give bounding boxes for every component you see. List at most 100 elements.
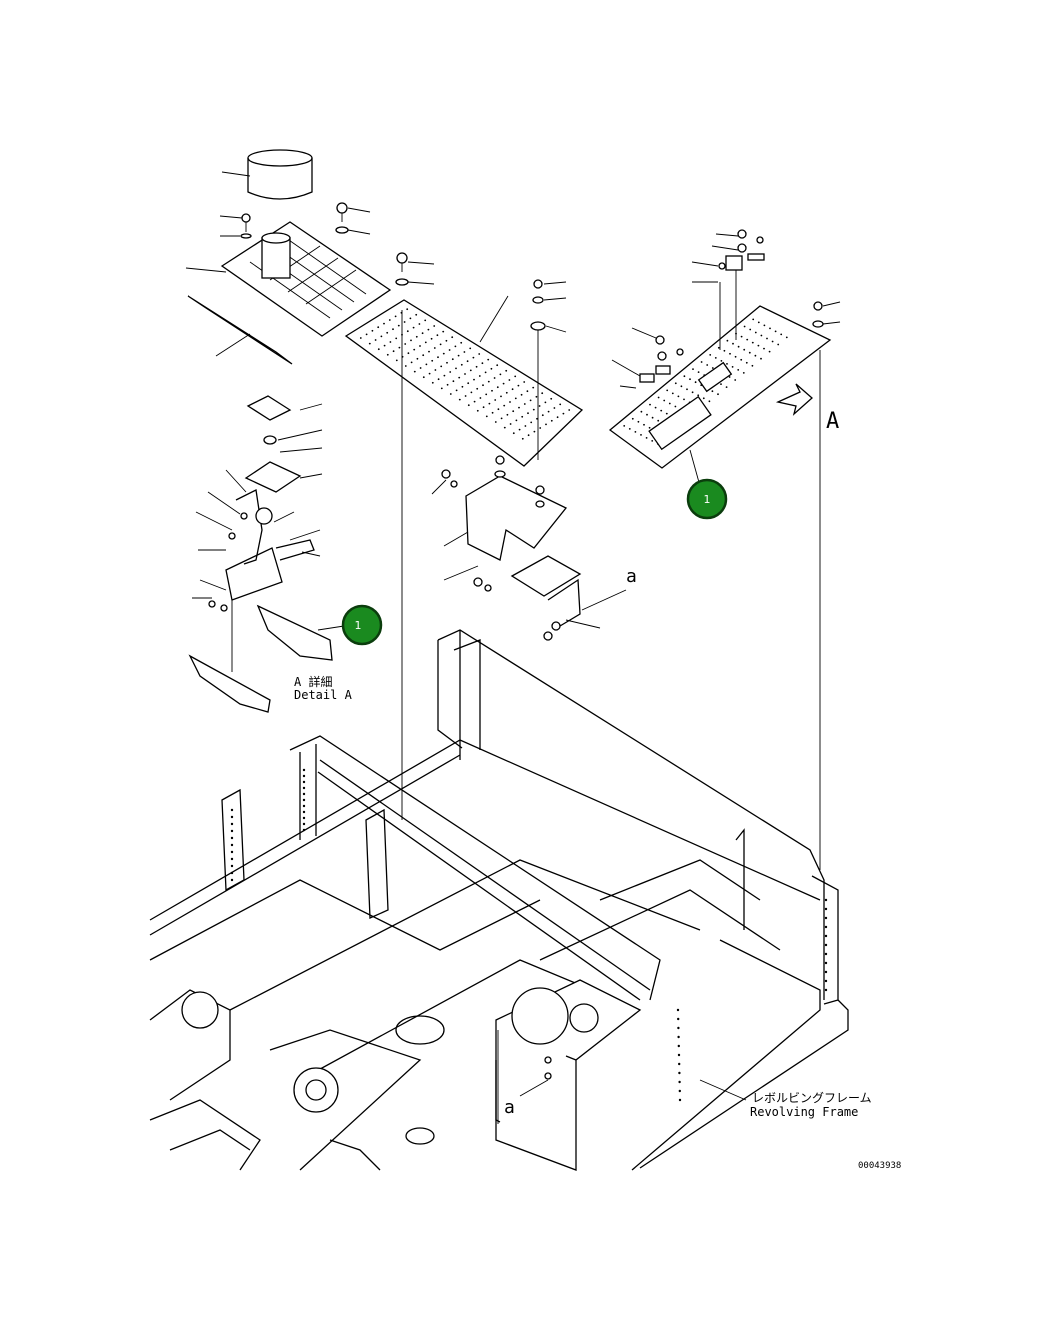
perforation-dot	[711, 390, 714, 393]
perforation-dot	[410, 339, 412, 342]
rivet-dot	[302, 768, 306, 772]
perforation-dot	[777, 343, 780, 346]
perforation-dot	[559, 403, 562, 406]
perforation-dot	[657, 419, 660, 422]
perforation-dot	[427, 328, 430, 331]
perforation-dot	[476, 409, 479, 412]
callout-badge-left[interactable]: 1	[341, 604, 383, 646]
perforation-dot	[748, 351, 751, 354]
rivet-dot	[824, 907, 828, 911]
perforation-dot	[754, 354, 757, 357]
perforation-dot	[708, 400, 711, 403]
perforation-dot	[431, 359, 434, 362]
perforation-dot	[467, 382, 470, 385]
perforation-dot	[547, 410, 550, 413]
perforation-dot	[458, 398, 461, 401]
perforation-dot	[514, 375, 517, 378]
rivet-dot	[302, 822, 306, 826]
rivet-dot	[230, 850, 234, 854]
perforation-dot	[446, 361, 448, 364]
perforation-dot	[734, 355, 737, 358]
detail-label-jp: A 詳細	[294, 674, 332, 689]
perforation-dot	[394, 315, 397, 318]
callout-badge-circle[interactable]	[686, 478, 728, 520]
perforation-dot	[697, 371, 700, 373]
perforation-dot	[757, 344, 760, 347]
perforation-dot	[395, 337, 398, 340]
perforation-dot	[424, 319, 427, 322]
perforation-dot	[550, 419, 553, 422]
perforation-dot	[692, 368, 694, 370]
perforation-dot	[419, 345, 421, 347]
perforation-dot	[527, 412, 529, 415]
beacon-lamp-assembly	[185, 149, 435, 365]
rivet-dot	[824, 943, 828, 947]
perforation-dot	[740, 358, 743, 361]
perforation-dot	[536, 417, 538, 420]
perforation-dot	[494, 421, 497, 423]
perforation-dot	[544, 401, 547, 404]
callout-number: 1	[355, 619, 362, 632]
perforation-dot	[745, 361, 748, 364]
perforation-dot	[494, 399, 497, 401]
perforation-dot	[416, 357, 419, 360]
perforation-dot	[523, 381, 526, 383]
perforation-dot	[702, 397, 705, 400]
perforation-dot	[442, 330, 445, 333]
perforation-dot	[648, 426, 651, 429]
rivet-dot	[677, 1017, 680, 1021]
perforation-dot	[470, 391, 473, 394]
perforation-dot	[714, 357, 717, 359]
perforation-dot	[430, 337, 433, 340]
rivet-dot	[230, 829, 234, 833]
rivet-dot	[302, 786, 306, 790]
perforation-dot	[541, 414, 544, 417]
perforation-dot	[732, 342, 734, 345]
ref-a-label-lower: a	[504, 1097, 515, 1118]
switch-panel-assembly	[608, 229, 841, 870]
perforation-dot	[508, 379, 511, 381]
perforation-dot	[689, 378, 691, 381]
perforation-dot	[509, 401, 511, 403]
perforation-dot	[466, 360, 469, 363]
perforation-dot	[523, 403, 526, 405]
perforation-dot	[746, 338, 749, 341]
perforation-dot	[406, 330, 409, 333]
rivet-dot	[302, 774, 306, 778]
perforation-dot	[452, 380, 455, 383]
perforation-dot	[458, 376, 461, 379]
rivet-dot	[302, 828, 306, 832]
rivet-dot	[230, 864, 234, 868]
perforation-dot	[503, 426, 506, 429]
rivet-dot	[824, 970, 828, 974]
perforation-dot	[497, 408, 500, 411]
frame-label-jp: レボルビングフレーム	[752, 1091, 872, 1105]
perforation-dot	[425, 363, 428, 366]
frame-label-en: Revolving Frame	[750, 1105, 858, 1119]
perforation-dot	[433, 347, 436, 349]
perforation-dot	[505, 369, 508, 372]
rivet-dot	[302, 792, 306, 796]
perforation-dot	[485, 415, 488, 418]
perforation-dot	[445, 339, 448, 342]
rivet-dot	[302, 804, 306, 808]
rivet-dot	[230, 836, 234, 840]
perforation-dot	[505, 391, 508, 394]
perforation-dot	[683, 398, 685, 401]
perforation-dot	[651, 440, 654, 442]
perforation-dot	[473, 378, 475, 381]
perforation-dot	[478, 375, 481, 377]
perforation-dot	[553, 407, 556, 409]
perforation-dot	[751, 364, 754, 367]
perforation-dot	[415, 313, 418, 316]
perforation-dot	[731, 366, 734, 368]
callout-badge-right[interactable]: 1	[686, 478, 728, 520]
perforation-dot	[431, 381, 434, 384]
perforation-dot	[529, 399, 532, 402]
callout-badge-circle[interactable]	[341, 604, 383, 646]
perforation-dot	[460, 341, 463, 344]
perforation-dot	[532, 408, 535, 411]
perforation-dot	[479, 397, 482, 399]
perforation-dot	[380, 335, 383, 338]
perforation-dot	[691, 391, 694, 394]
